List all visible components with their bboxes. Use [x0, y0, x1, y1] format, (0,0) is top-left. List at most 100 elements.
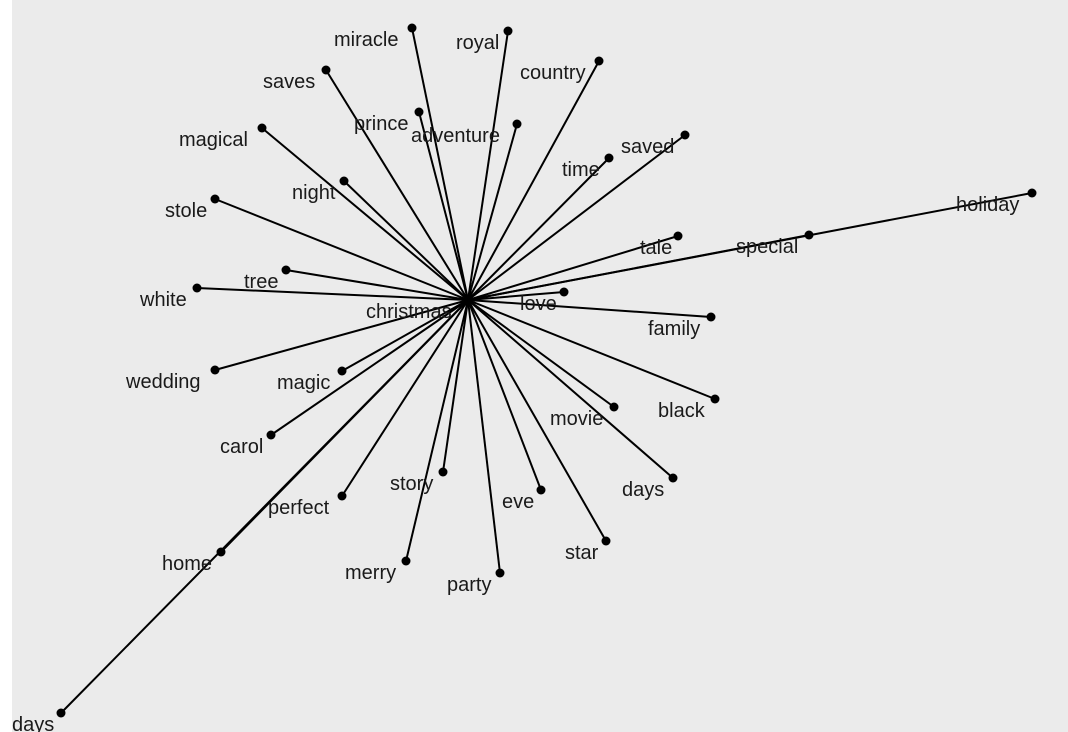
word-label-saved: saved [621, 136, 674, 158]
word-label-party: party [447, 574, 491, 596]
word-label-tale: tale [640, 237, 672, 259]
edge-christmas-adventure [467, 123, 518, 301]
edge-christmas-eve [467, 299, 542, 491]
node-christmas [463, 295, 473, 305]
word-label-eve: eve [502, 491, 534, 513]
node-days [668, 473, 678, 483]
word-label-wedding: wedding [125, 371, 201, 393]
edge-christmas-saved [467, 134, 686, 301]
node-magic [337, 366, 347, 376]
edge-christmas-magic [341, 299, 469, 372]
node-tree [281, 265, 291, 275]
node-stole [210, 194, 220, 204]
word-label-days: days [12, 714, 54, 732]
word-label-stole: stole [165, 200, 207, 222]
word-label-saves: saves [263, 71, 315, 93]
word-label-tree: tree [244, 271, 278, 293]
word-label-prince: prince [354, 113, 408, 135]
edge-christmas-saves [325, 69, 469, 301]
node-saves [321, 65, 331, 75]
edge-christmas-prince [418, 111, 469, 301]
edge-christmas-white [196, 287, 469, 301]
node-white [192, 283, 202, 293]
node-magical [257, 123, 267, 133]
word-label-adventure: adventure [411, 125, 500, 147]
edge-christmas-black [467, 299, 716, 400]
word-label-perfect: perfect [268, 497, 330, 519]
word-label-merry: merry [345, 562, 396, 584]
node-prince [414, 107, 424, 117]
node-adventure [512, 119, 522, 129]
word-label-carol: carol [220, 436, 263, 458]
word-label-special: special [736, 236, 798, 258]
edge-christmas-family [467, 299, 712, 318]
plot-panel [12, 0, 1068, 732]
word-label-love: love [520, 293, 557, 315]
word-label-black: black [658, 400, 706, 422]
nodes-layer [56, 23, 1037, 718]
node-country [594, 56, 604, 66]
node-night [339, 176, 349, 186]
edge-christmas-carol [270, 299, 469, 436]
word-label-royal: royal [456, 32, 499, 54]
node-story [438, 467, 448, 477]
edge-christmas-wedding [214, 299, 469, 371]
edge-christmas-perfect [341, 299, 469, 497]
node-tale [673, 231, 683, 241]
word-label-story: story [390, 473, 433, 495]
word-label-magic: magic [277, 372, 330, 394]
node-home [216, 547, 226, 557]
node-time [604, 153, 614, 163]
node-merry [401, 556, 411, 566]
word-label-days: days [622, 479, 664, 501]
node-special [804, 230, 814, 240]
edge-christmas-tale [467, 235, 679, 301]
node-royal [503, 26, 513, 36]
word-label-home: home [162, 553, 212, 575]
edges-layer [60, 27, 1033, 714]
edge-christmas-miracle [411, 27, 469, 301]
edge-christmas-stole [214, 198, 469, 301]
edge-christmas-star [467, 299, 607, 542]
edge-christmas-tree [285, 269, 469, 301]
edge-christmas-days [60, 299, 469, 714]
edge-christmas-merry [405, 299, 469, 562]
word-label-magical: magical [179, 129, 248, 151]
edge-christmas-magical [261, 127, 469, 301]
word-label-time: time [562, 159, 600, 181]
edge-christmas-night [343, 180, 469, 301]
word-label-family: family [648, 318, 700, 340]
edge-christmas-party [467, 299, 501, 574]
hub-label: christmas [366, 301, 452, 323]
word-label-movie: movie [550, 408, 603, 430]
node-carol [266, 430, 276, 440]
node-saved [680, 130, 690, 140]
word-label-miracle: miracle [334, 29, 398, 51]
edge-christmas-movie [467, 299, 615, 408]
word-label-night: night [292, 182, 336, 204]
edge-christmas-special [467, 234, 810, 301]
edge-christmas-country [467, 60, 600, 301]
node-perfect [337, 491, 347, 501]
node-family [706, 312, 716, 322]
node-party [495, 568, 505, 578]
edge-christmas-story [442, 299, 469, 473]
edge-christmas-love [467, 291, 565, 301]
edge-christmas-royal [467, 30, 509, 301]
word-label-star: star [565, 542, 599, 564]
word-label-country: country [520, 62, 586, 84]
node-miracle [407, 23, 417, 33]
word-label-white: white [139, 289, 187, 311]
node-movie [609, 402, 619, 412]
node-eve [536, 485, 546, 495]
node-days [56, 708, 66, 718]
labels-layer: christmas miracle royal country saves prince… [12, 29, 1019, 732]
edge-christmas-time [467, 157, 610, 301]
word-label-holiday: holiday [956, 194, 1019, 216]
node-holiday [1027, 188, 1037, 198]
node-black [710, 394, 720, 404]
node-star [601, 536, 611, 546]
node-wedding [210, 365, 220, 375]
edge-christmas-days [467, 299, 674, 479]
